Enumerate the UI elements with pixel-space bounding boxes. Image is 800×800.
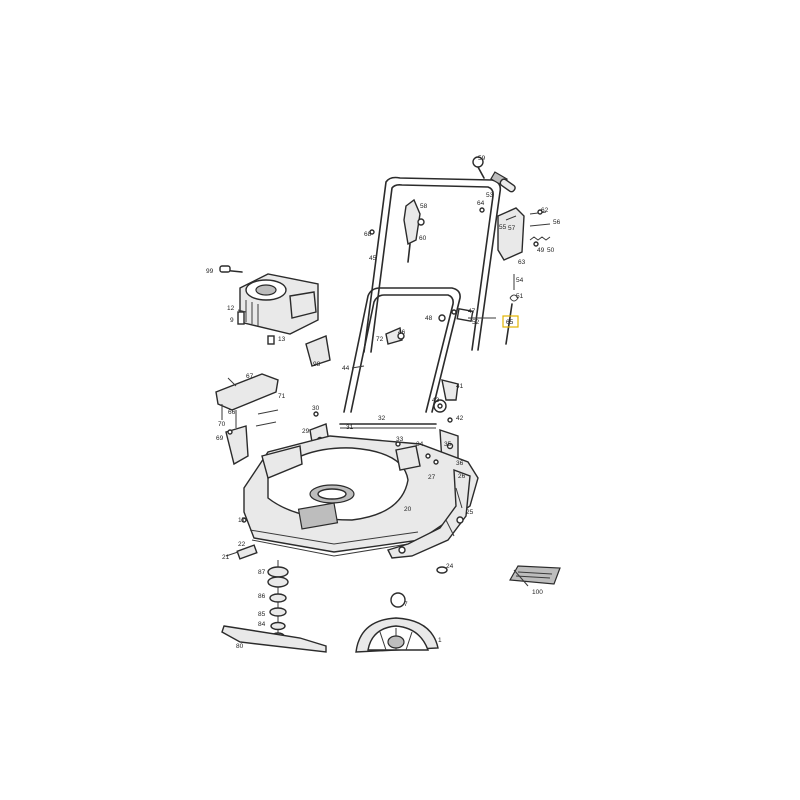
part-label-72: 72 — [376, 336, 384, 343]
part-22 — [236, 544, 258, 560]
part-label-44: 44 — [342, 365, 350, 372]
part-label-57: 57 — [508, 225, 516, 232]
part-label-85: 85 — [258, 611, 266, 618]
part-label-50: 50 — [547, 247, 555, 254]
part-label-98: 98 — [313, 361, 321, 368]
part-label-43: 43 — [432, 397, 440, 404]
part-label-31: 31 — [346, 424, 354, 431]
blade-80 — [221, 625, 327, 653]
manual-booklet — [509, 565, 561, 585]
part-label-22: 22 — [238, 541, 246, 548]
part-label-51: 51 — [516, 293, 524, 300]
part-label-52: 52 — [472, 319, 480, 326]
part-label-13: 13 — [278, 336, 286, 343]
part-label-49: 49 — [537, 247, 545, 254]
part-label-20: 20 — [404, 506, 412, 513]
part-label-24: 24 — [446, 563, 454, 570]
part-label-60: 60 — [419, 235, 427, 242]
part-label-12: 12 — [227, 305, 235, 312]
rear-flap — [215, 373, 279, 466]
part-label-87: 87 — [258, 569, 266, 576]
front-guard — [387, 468, 471, 559]
part-label-58: 58 — [420, 203, 428, 210]
highlight-65 — [502, 315, 519, 328]
part-label-62: 62 — [541, 207, 549, 214]
part-label-56: 56 — [553, 219, 561, 226]
hardware — [227, 207, 543, 465]
right-bracket — [497, 207, 551, 345]
part-label-25: 25 — [466, 509, 474, 516]
part-98 — [305, 335, 331, 367]
part-label-45: 45 — [369, 255, 377, 262]
part-label-84: 84 — [258, 621, 266, 628]
part-label-86: 86 — [258, 593, 266, 600]
part-label-27: 27 — [428, 474, 436, 481]
part-label-70: 70 — [218, 421, 226, 428]
washer-24 — [436, 566, 448, 574]
wheel — [355, 592, 439, 653]
part-label-9: 9 — [230, 317, 234, 324]
part-label-32: 32 — [378, 415, 386, 422]
lower-handle — [343, 287, 496, 413]
part-label-29: 29 — [302, 428, 310, 435]
part-label-64: 64 — [477, 200, 485, 207]
part-label-68: 68 — [364, 231, 372, 238]
knob-59 — [472, 156, 484, 168]
upper-handle — [363, 156, 516, 353]
part-label-53: 53 — [486, 192, 494, 199]
part-label-41: 41 — [456, 383, 464, 390]
part-label-30: 30 — [312, 405, 320, 412]
part-label-65: 65 — [506, 319, 514, 326]
part-label-21: 21 — [222, 554, 230, 561]
part-label-59: 59 — [478, 155, 486, 162]
part-label-54: 54 — [516, 277, 524, 284]
part-label-71: 71 — [278, 393, 286, 400]
part-label-63: 63 — [518, 259, 526, 266]
control-lever — [403, 198, 425, 263]
part-label-36: 36 — [456, 460, 464, 467]
part-label-80: 80 — [236, 643, 244, 650]
engine — [219, 265, 319, 345]
part-label-46: 46 — [398, 329, 406, 336]
part-label-100: 100 — [532, 589, 543, 596]
part-label-48: 48 — [425, 315, 433, 322]
part-label-26: 26 — [458, 473, 466, 480]
mower-deck — [243, 435, 479, 557]
part-label-66: 66 — [228, 409, 236, 416]
part-label-1: 1 — [438, 637, 442, 644]
part-label-33: 33 — [396, 436, 404, 443]
part-label-67: 67 — [246, 373, 254, 380]
blade-adapter-stack — [267, 560, 289, 640]
part-label-7: 7 — [404, 601, 408, 608]
part-label-55: 55 — [499, 224, 507, 231]
part-label-69: 69 — [216, 435, 224, 442]
part-label-47: 47 — [468, 308, 476, 315]
leader-lines — [225, 309, 529, 587]
part-label-35: 35 — [444, 441, 452, 448]
part-label-42: 42 — [456, 415, 464, 422]
part-label-17: 17 — [238, 517, 246, 524]
part-label-34: 34 — [416, 441, 424, 448]
part-label-99: 99 — [206, 268, 214, 275]
